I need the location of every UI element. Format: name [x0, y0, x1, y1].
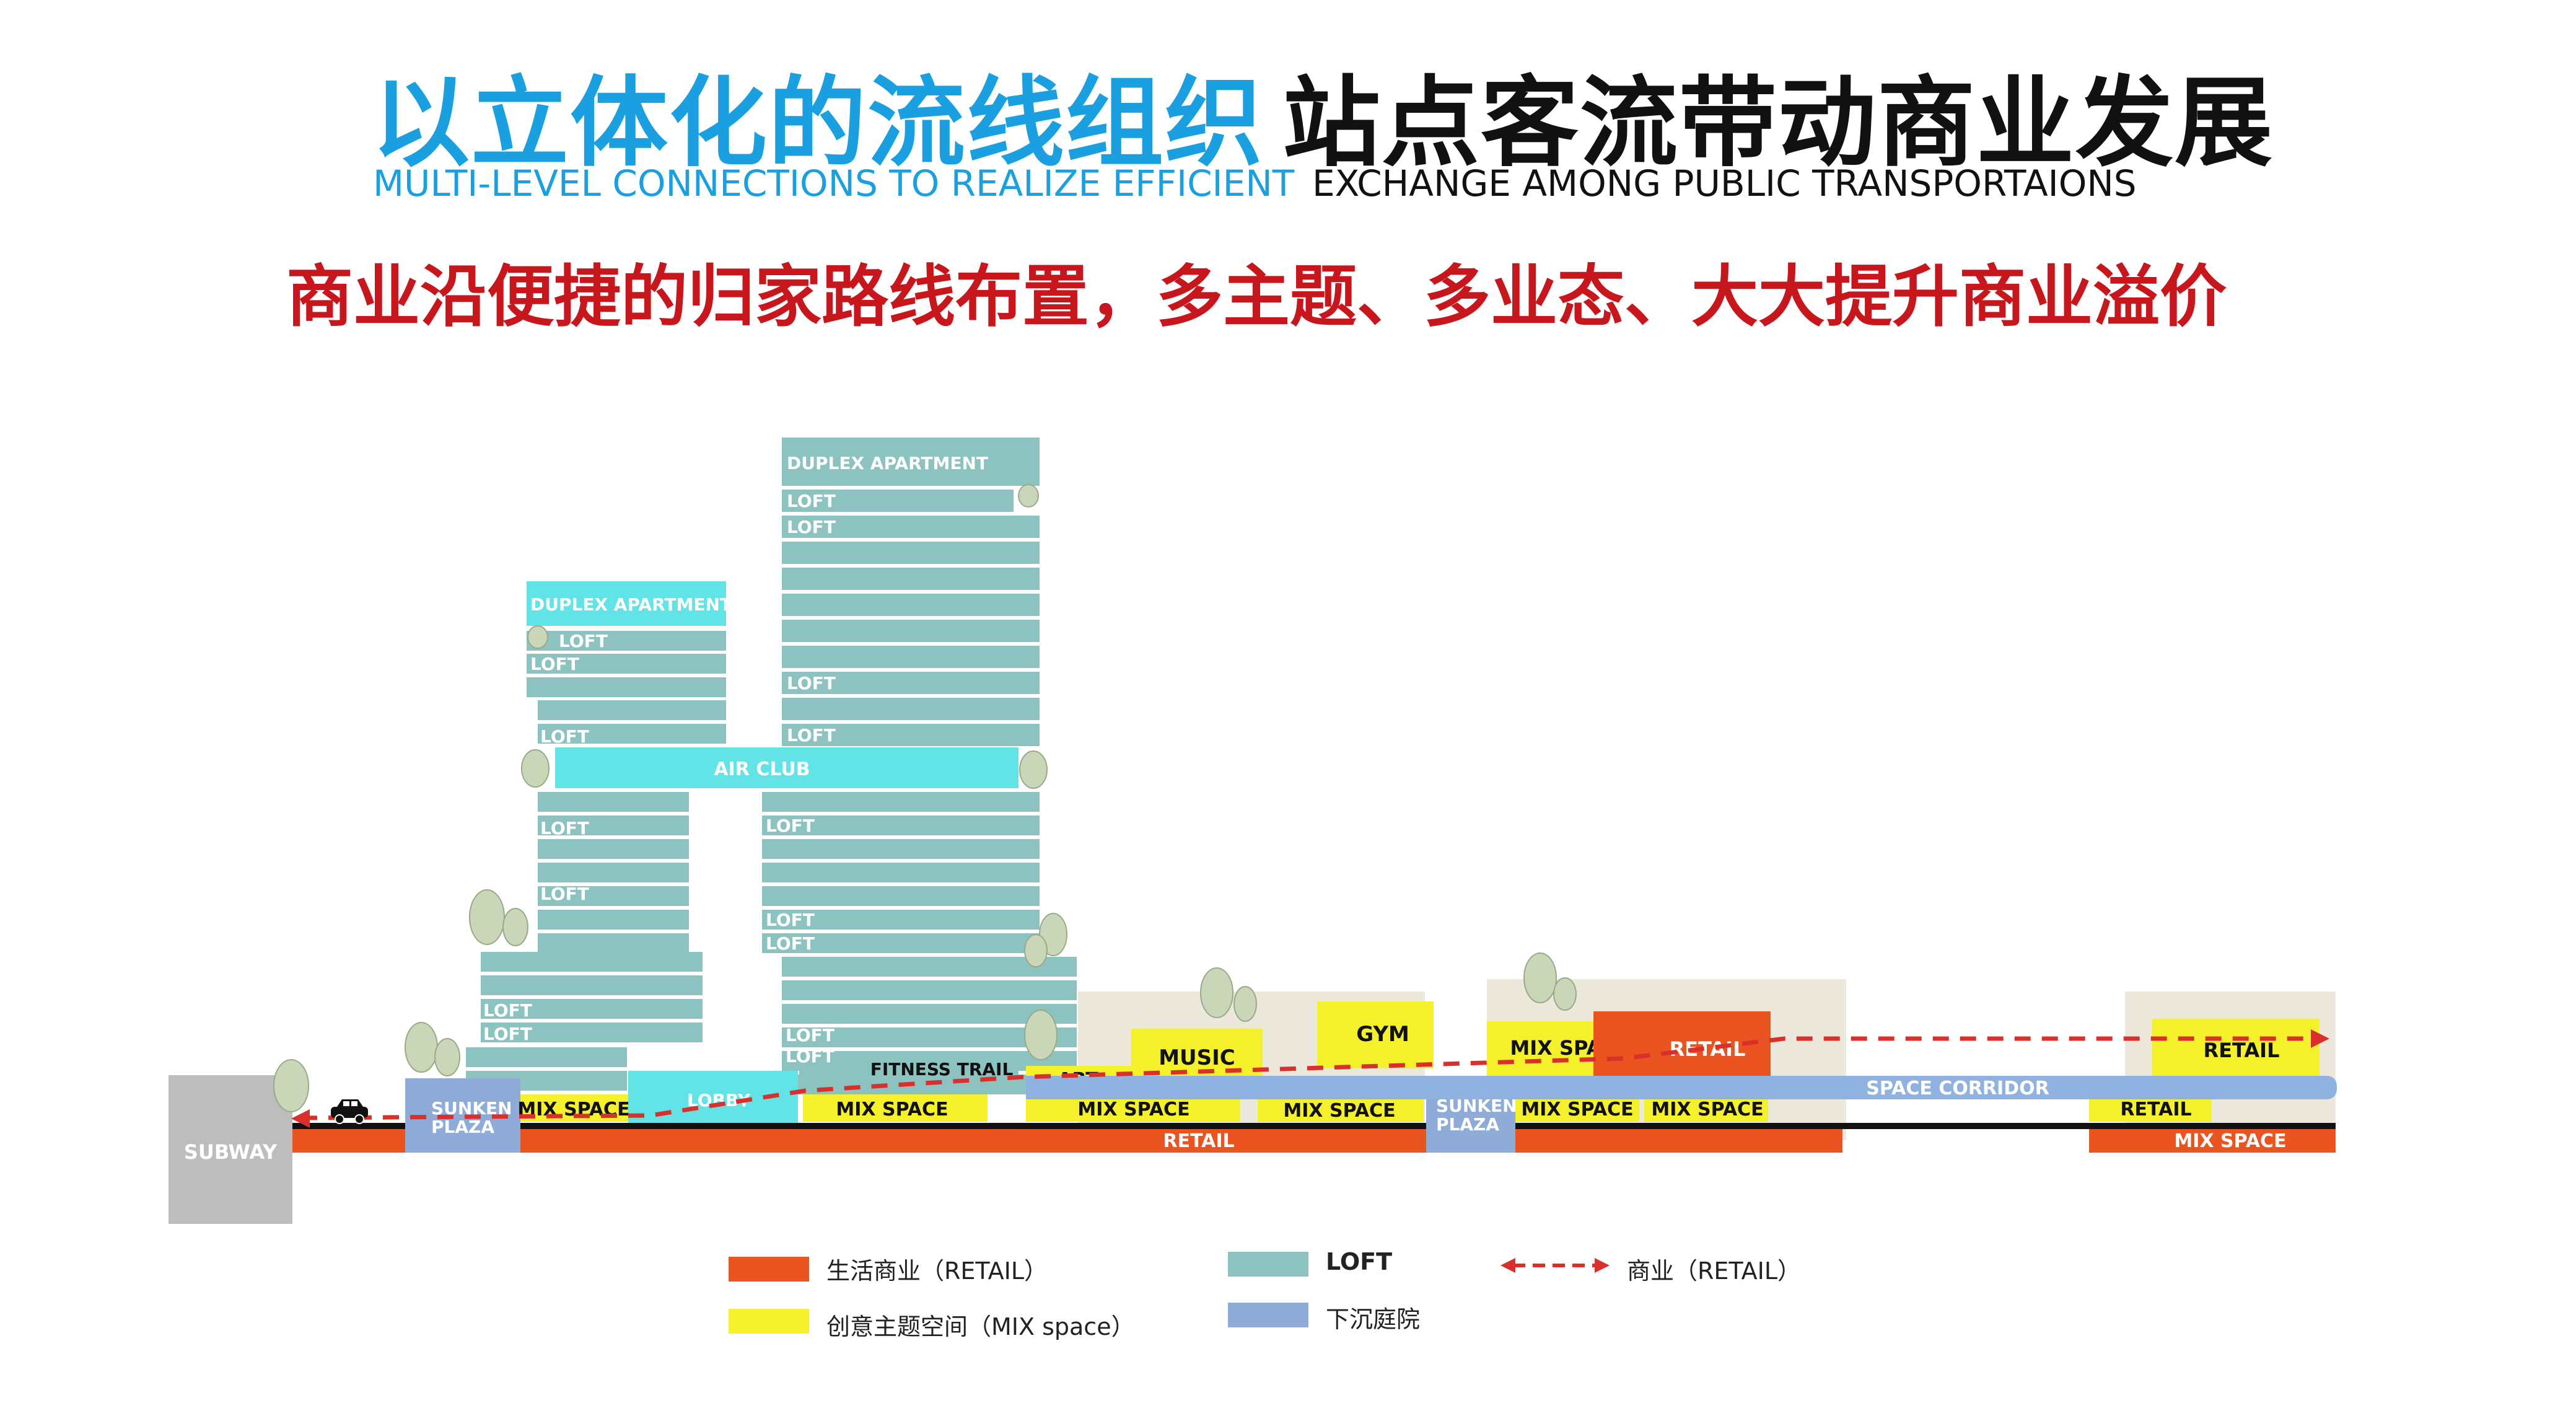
gym-block: [1317, 1001, 1434, 1068]
retail-base-label: RETAIL: [1163, 1130, 1234, 1152]
left-duplex-label: DUPLEX APARTMENT: [530, 594, 732, 615]
air-club-label: AIR CLUB: [714, 759, 810, 780]
mix-label-5: MIX SPACE: [1521, 1099, 1633, 1120]
right-tower: [762, 438, 1077, 1094]
left-loft-1: LOFT: [559, 631, 608, 651]
legend-route-arrow-icon: [1500, 1258, 1610, 1273]
right-loft-6: LOFT: [766, 910, 815, 930]
left-loft-2: LOFT: [530, 654, 579, 674]
right-duplex-label: DUPLEX APARTMENT: [787, 453, 988, 473]
car-icon: [331, 1099, 368, 1124]
legend-swatch-retail: [729, 1257, 809, 1282]
title-right: 站点客流带动商业发展: [1282, 66, 2274, 180]
right-loft-4: LOFT: [787, 725, 836, 745]
subtitle-right: EXCHANGE AMONG PUBLIC TRANSPORTAIONS: [1312, 162, 2137, 205]
space-corridor: [1026, 1076, 2337, 1099]
right-loft-8: LOFT: [786, 1025, 835, 1045]
tagline: 商业沿便捷的归家路线布置，多主题、多业态、大大提升商业溢价: [286, 258, 2227, 336]
left-loft-5: LOFT: [540, 884, 589, 904]
sunken-right-bottom: PLAZA: [1436, 1114, 1499, 1135]
fitness-trail-label: FITNESS TRAIL: [870, 1059, 1014, 1080]
right-loft-5: LOFT: [766, 816, 815, 836]
legend-label-loft: LOFT: [1326, 1248, 1393, 1275]
left-loft-6: LOFT: [483, 1000, 532, 1021]
ground-line: [292, 1123, 2336, 1129]
retail-route: [300, 1036, 2317, 1120]
retail-far-right-label: RETAIL: [2204, 1039, 2280, 1062]
music-label: MUSIC: [1159, 1045, 1235, 1070]
mix-label-2: MIX SPACE: [836, 1099, 948, 1120]
air-club-bridge: [555, 747, 1019, 788]
legend-label-route: 商业（RETAIL）: [1627, 1257, 1802, 1285]
space-corridor-label: SPACE CORRIDOR: [1866, 1078, 2049, 1099]
mix-base-label: MIX SPACE: [2174, 1130, 2286, 1152]
legend-label-mix: 创意主题空间（MIX space）: [826, 1313, 1135, 1340]
mix-label-6: MIX SPACE: [1651, 1099, 1763, 1120]
sunken-left-bottom: PLAZA: [431, 1117, 494, 1137]
title-left: 以立体化的流线组织: [372, 66, 1264, 180]
mix-label-3: MIX SPACE: [1077, 1099, 1189, 1120]
right-loft-9: LOFT: [786, 1046, 835, 1067]
legend-label-sunken: 下沉庭院: [1326, 1306, 1421, 1333]
left-loft-7: LOFT: [483, 1024, 532, 1044]
route-arrow-right: [2311, 1029, 2329, 1048]
mix-ground-row: [520, 1094, 2212, 1122]
right-loft-1: LOFT: [787, 491, 836, 511]
tree-icons: [273, 484, 1577, 1112]
subway-block: [169, 1075, 292, 1224]
left-loft-4: LOFT: [540, 818, 589, 838]
right-loft-7: LOFT: [766, 933, 815, 954]
gym-label: GYM: [1356, 1022, 1409, 1047]
right-loft-2: LOFT: [787, 517, 836, 537]
retail-base: [292, 1129, 2336, 1153]
retail-right-low: RETAIL: [2120, 1099, 2191, 1120]
retail-far-right-block: [2152, 1019, 2320, 1076]
legend-swatch-sunken: [1228, 1303, 1308, 1327]
retail-upper-block: [1593, 1011, 1771, 1077]
route-arrow-left: [291, 1109, 310, 1128]
subtitle-left: MULTI-LEVEL CONNECTIONS TO REALIZE EFFIC…: [373, 162, 1295, 205]
legend-swatch-mix: [729, 1309, 809, 1334]
mix-label-4: MIX SPACE: [1283, 1100, 1395, 1122]
left-tower: [466, 581, 726, 1091]
subway-label: SUBWAY: [184, 1140, 278, 1164]
right-loft-3: LOFT: [787, 673, 836, 693]
left-loft-3: LOFT: [540, 726, 589, 747]
retail-upper-label: RETAIL: [1670, 1037, 1746, 1061]
legend-label-retail: 生活商业（RETAIL）: [826, 1257, 1048, 1285]
legend-swatch-loft: [1228, 1252, 1308, 1277]
